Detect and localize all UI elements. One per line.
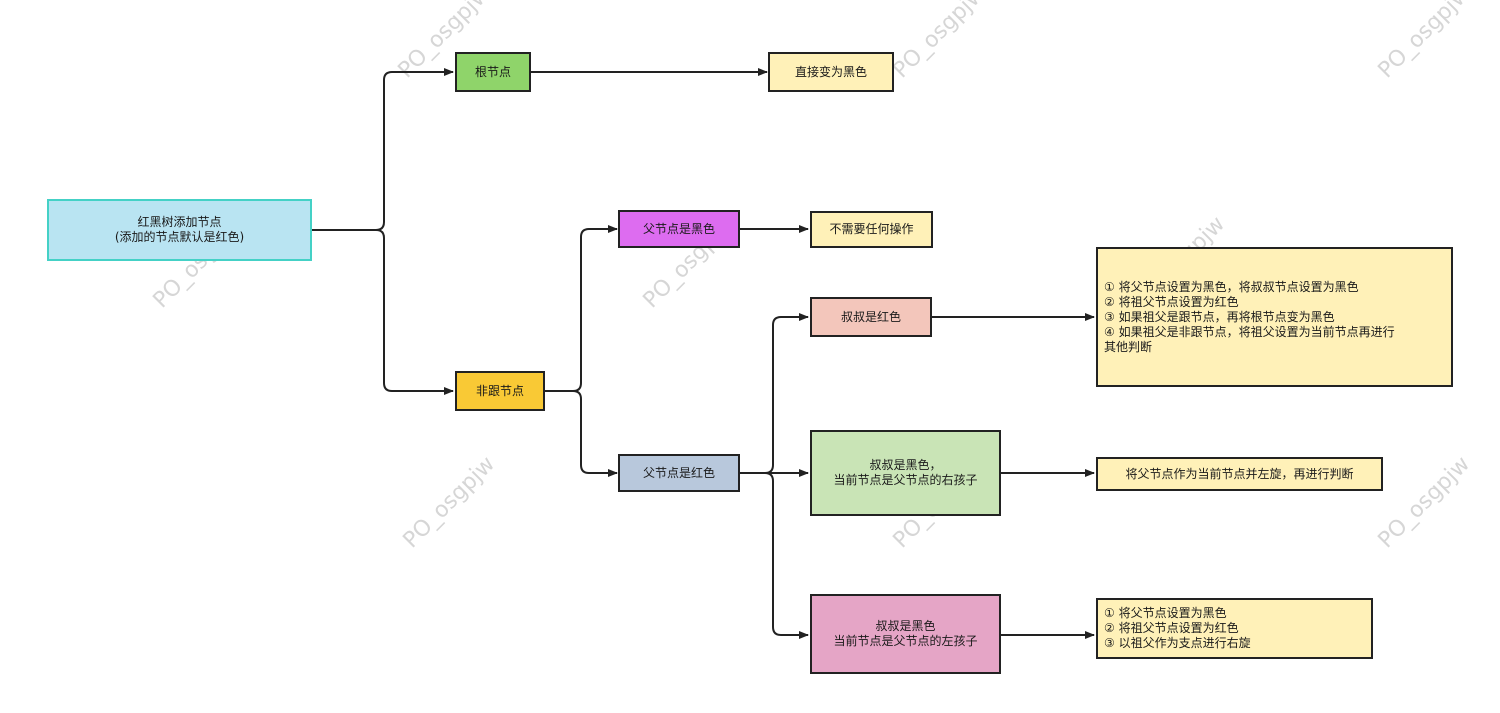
node-parent-red[interactable]: 父节点是红色 <box>618 454 740 492</box>
edge-root-to-rootnode <box>312 68 454 231</box>
edge-nonroot-to-parent-red <box>572 390 618 477</box>
node-uncle-black-right-child[interactable]: 叔叔是黑色， 当前节点是父节点的右孩子 <box>810 430 1001 516</box>
node-non-root[interactable]: 非跟节点 <box>455 371 545 411</box>
node-uncle-red-result[interactable]: ① 将父节点设置为黑色，将叔叔节点设置为黑色 ② 将祖父节点设置为红色 ③ 如果… <box>1096 247 1453 387</box>
edge-parent-red-to-uncle-black-left <box>764 472 809 639</box>
node-parent-black[interactable]: 父节点是黑色 <box>618 210 740 248</box>
edge-nonroot-to-parent-black <box>545 225 618 392</box>
node-root[interactable]: 红黑树添加节点 (添加的节点默认是红色) <box>47 199 312 261</box>
edge-parent-red-to-uncle-red <box>764 313 809 474</box>
node-uncle-black-left-child-result[interactable]: ① 将父节点设置为黑色 ② 将祖父节点设置为红色 ③ 以祖父作为支点进行右旋 <box>1096 598 1373 659</box>
edge-root-to-nonroot <box>375 229 454 395</box>
node-uncle-black-left-child[interactable]: 叔叔是黑色 当前节点是父节点的左孩子 <box>810 594 1001 674</box>
node-uncle-black-right-child-result[interactable]: 将父节点作为当前节点并左旋，再进行判断 <box>1096 457 1383 491</box>
node-parent-black-result[interactable]: 不需要任何操作 <box>810 211 933 248</box>
node-root-node-result[interactable]: 直接变为黑色 <box>768 52 894 92</box>
node-uncle-red[interactable]: 叔叔是红色 <box>810 297 932 337</box>
node-root-node[interactable]: 根节点 <box>455 52 531 92</box>
